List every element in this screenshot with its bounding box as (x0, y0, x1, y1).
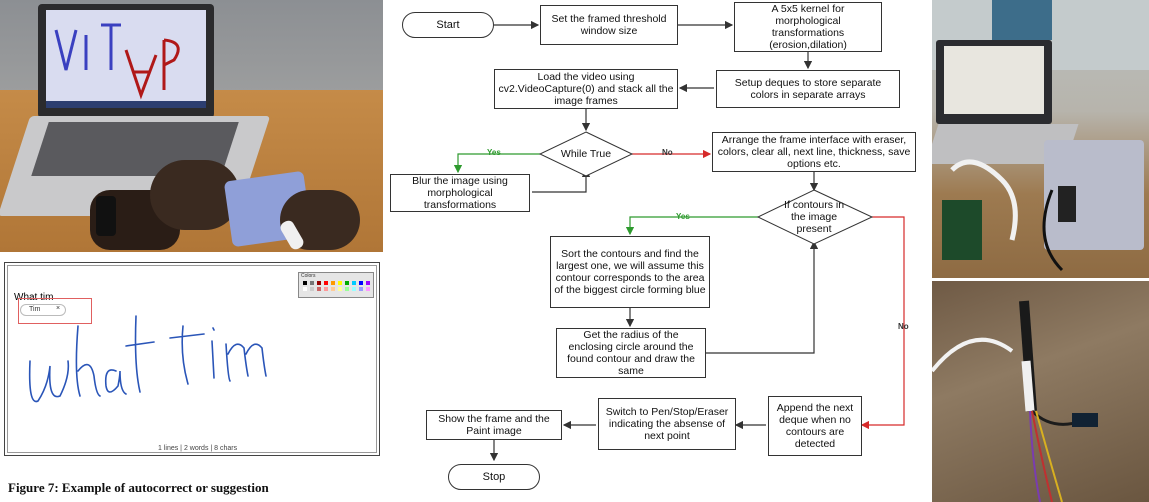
node-kernel: A 5x5 kernel for morphological transform… (734, 2, 882, 52)
label-yes-contours: Yes (676, 212, 690, 221)
edge-contours-no (860, 216, 905, 430)
photo-machine (992, 0, 1052, 40)
label-no-contours: No (898, 322, 909, 331)
palette-swatch[interactable] (359, 287, 363, 291)
edge-while-yes (453, 153, 540, 174)
decision-while (538, 131, 634, 177)
palette-swatch[interactable] (366, 287, 370, 291)
node-arrange: Arrange the frame interface with eraser,… (712, 132, 916, 172)
palette-title: Colors (301, 273, 316, 279)
palette-swatch[interactable] (338, 281, 342, 285)
photo-enclosure-slot (1058, 186, 1076, 222)
node-while-label: While True (560, 148, 612, 160)
photo-device-setup (932, 0, 1149, 278)
palette-swatch[interactable] (331, 281, 335, 285)
node-contours-label: If contours in the image present (783, 199, 845, 235)
palette-swatch[interactable] (324, 281, 328, 285)
photo-pen-cables (932, 300, 1098, 502)
node-append: Append the next deque when no contours a… (768, 396, 862, 456)
status-bar: 1 lines | 2 words | 8 chars (158, 445, 238, 452)
label-no-while: No (662, 148, 673, 157)
notepad-window: Colors What tim Tim × 1 lines | 2 words … (4, 262, 380, 456)
palette-swatch[interactable] (310, 281, 314, 285)
notepad-canvas[interactable]: Colors What tim Tim × 1 lines | 2 words … (7, 265, 377, 453)
photo-circuit-board (942, 200, 982, 260)
edge-contours-yes (625, 216, 758, 236)
screen-scribble (54, 23, 180, 100)
suggestion-highlight (18, 298, 92, 324)
node-show: Show the frame and the Paint image (426, 410, 562, 440)
palette-swatch[interactable] (352, 281, 356, 285)
color-palette[interactable]: Colors (298, 272, 374, 298)
laptop-screen (46, 10, 206, 108)
close-icon[interactable]: × (56, 305, 61, 312)
node-blur: Blur the image using morphological trans… (390, 174, 530, 212)
palette-swatch[interactable] (324, 287, 328, 291)
palette-swatch[interactable] (366, 281, 370, 285)
node-switch: Switch to Pen/Stop/Eraser indicating the… (598, 398, 736, 450)
photo-laptop-drawing (0, 0, 383, 252)
palette-swatch[interactable] (303, 287, 307, 291)
handwriting-ink (28, 315, 267, 403)
palette-swatch[interactable] (338, 287, 342, 291)
palette-swatch[interactable] (303, 281, 307, 285)
palette-swatch[interactable] (359, 281, 363, 285)
typed-text: What tim (14, 292, 54, 303)
photo-laptop-screen (944, 46, 1044, 114)
node-load: Load the video using cv2.VideoCapture(0)… (494, 69, 678, 109)
photo-pen-device (932, 281, 1149, 502)
suggestion-text: Tim (29, 306, 41, 313)
node-radius: Get the radius of the enclosing circle a… (556, 328, 706, 378)
palette-swatch[interactable] (317, 287, 321, 291)
palette-swatch[interactable] (317, 281, 321, 285)
node-stop: Stop (448, 464, 540, 490)
suggestion-chip[interactable]: Tim × (20, 304, 66, 316)
figure-caption: Figure 7: Example of autocorrect or sugg… (8, 480, 269, 495)
laptop-taskbar (46, 101, 206, 108)
edge-radius-contours (706, 240, 819, 354)
node-sort: Sort the contours and find the largest o… (550, 236, 710, 308)
photo-watch (96, 196, 116, 236)
palette-swatch[interactable] (331, 287, 335, 291)
photo-cables (950, 159, 1064, 272)
palette-swatch[interactable] (352, 287, 356, 291)
node-start: Start (402, 12, 494, 38)
palette-swatch[interactable] (345, 287, 349, 291)
palette-swatch[interactable] (310, 287, 314, 291)
palette-swatch[interactable] (345, 281, 349, 285)
label-yes-while: Yes (487, 148, 501, 157)
edge-blur-while (532, 168, 591, 193)
node-deques: Setup deques to store separate colors in… (716, 70, 900, 108)
node-threshold: Set the framed threshold window size (540, 5, 678, 45)
decision-contours (756, 189, 874, 245)
